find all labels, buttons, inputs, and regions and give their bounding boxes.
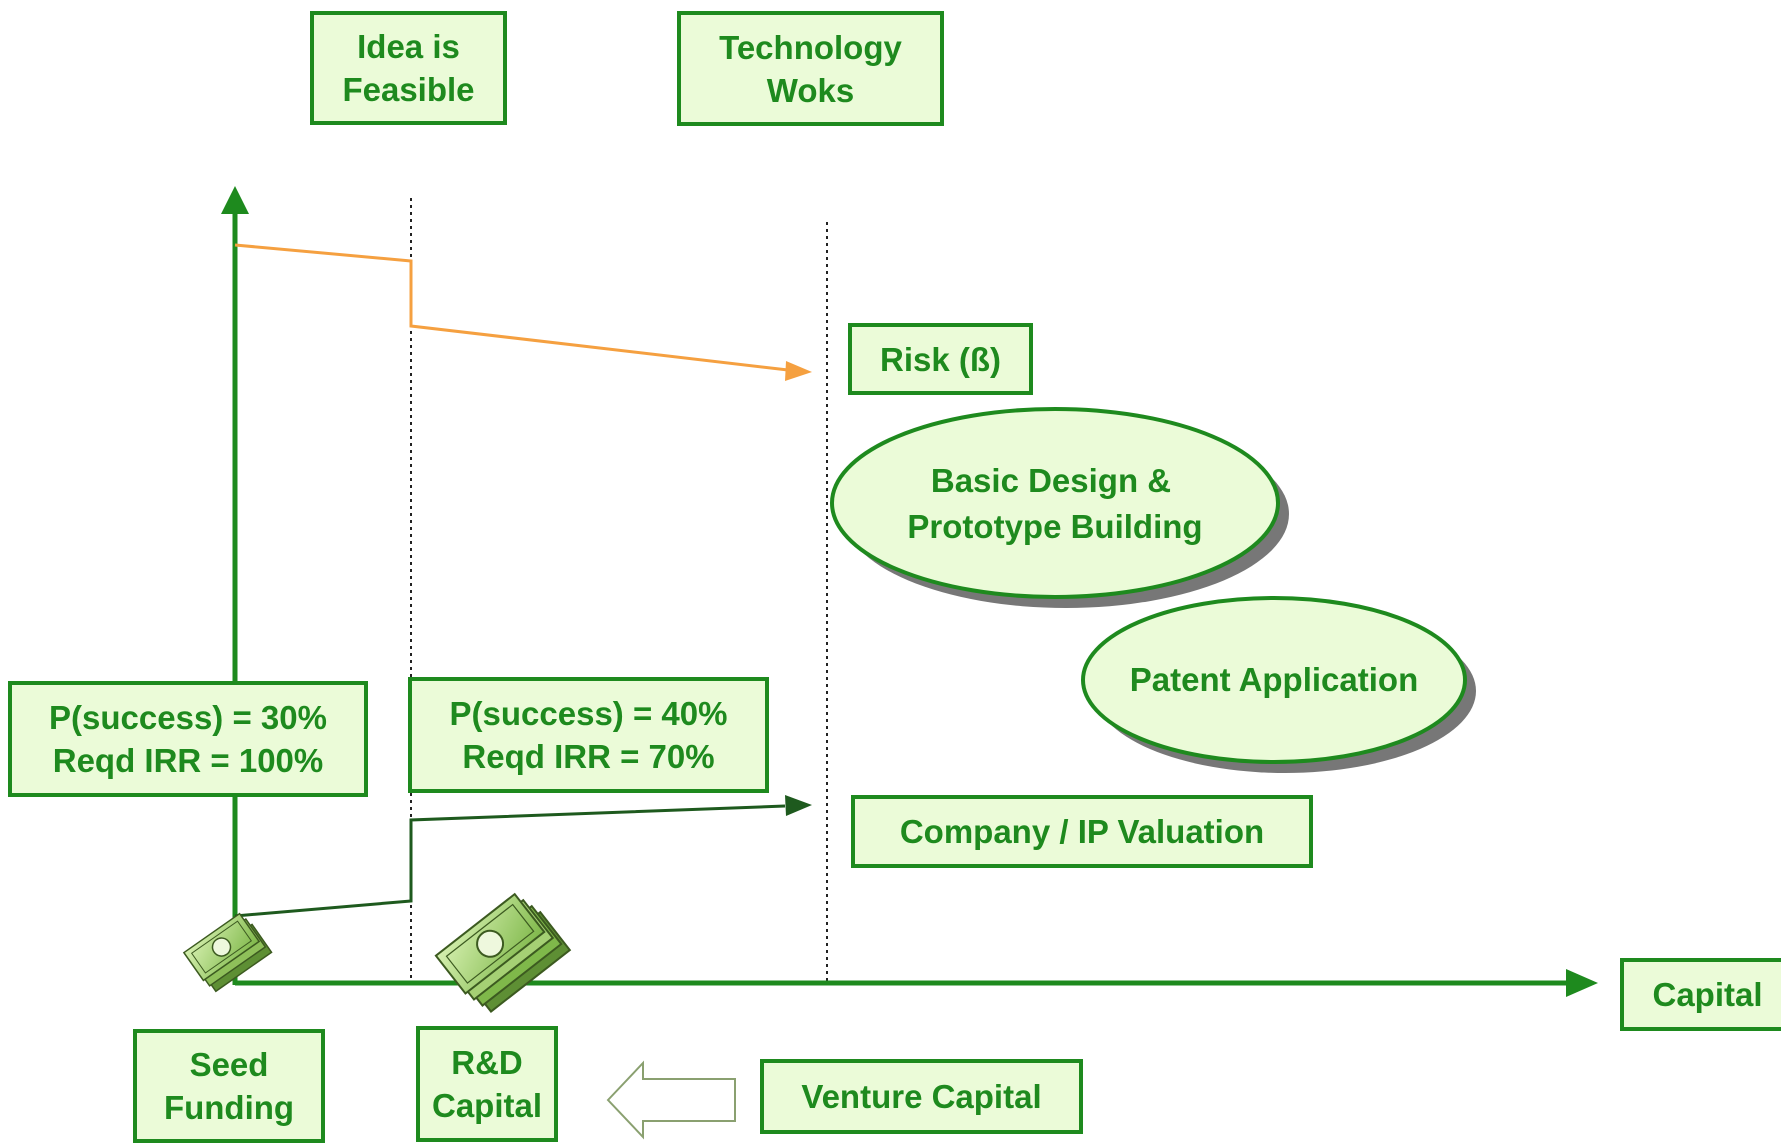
money-stack-icon (182, 912, 273, 993)
rd-capital-line2: Capital (431, 1087, 543, 1124)
milestone-idea-feasible-line1: Idea is (357, 28, 460, 65)
venture-capital-text: Venture Capital (801, 1078, 1042, 1115)
activity-basic-design-line2: Prototype Building (907, 508, 1202, 545)
milestone-technology-works-line1: Technology (719, 28, 902, 66)
money-stack-icon (434, 892, 572, 1013)
milestone-technology-works-line2: Woks (766, 71, 855, 109)
left-arrow-icon (606, 1060, 736, 1140)
stage1-box: P(success) = 30% Reqd IRR = 100% (8, 681, 368, 797)
seed-funding-box: Seed Funding (133, 1029, 325, 1143)
milestone-idea-feasible-line2: Feasible (342, 71, 475, 108)
valuation-label: Company / IP Valuation (851, 795, 1313, 868)
rd-capital-line1: R&D (451, 1044, 523, 1081)
rd-capital-box: R&D Capital (416, 1026, 558, 1142)
risk-trend-line (234, 243, 812, 381)
x-axis (235, 969, 1598, 997)
risk-label-text: Risk (ß) (879, 340, 1001, 378)
seed-funding-line2: Funding (163, 1089, 295, 1126)
valuation-trend-line (234, 795, 812, 918)
activity-patent: Patent Application (1081, 596, 1476, 773)
valuation-label-text: Company / IP Valuation (899, 813, 1265, 850)
capital-axis-label: Capital (1620, 958, 1781, 1031)
venture-capital-box: Venture Capital (760, 1059, 1083, 1134)
stage2-p-success: P(success) = 40% (449, 695, 728, 732)
activity-basic-design: Basic Design & Prototype Building (830, 407, 1289, 608)
risk-label: Risk (ß) (848, 323, 1033, 395)
milestone-idea-feasible: Idea is Feasible (310, 11, 507, 125)
capital-axis-label-text: Capital (1652, 976, 1763, 1013)
seed-funding-line1: Seed (189, 1046, 269, 1083)
stage1-p-success: P(success) = 30% (49, 699, 327, 736)
stage1-reqd-irr: Reqd IRR = 100% (52, 742, 324, 779)
milestone-technology-works: Technology Woks (677, 11, 944, 126)
activity-basic-design-line1: Basic Design & (931, 462, 1171, 499)
stage2-box: P(success) = 40% Reqd IRR = 70% (408, 677, 769, 793)
stage2-reqd-irr: Reqd IRR = 70% (462, 738, 715, 775)
activity-patent-label: Patent Application (1130, 661, 1418, 698)
y-axis (221, 186, 249, 985)
